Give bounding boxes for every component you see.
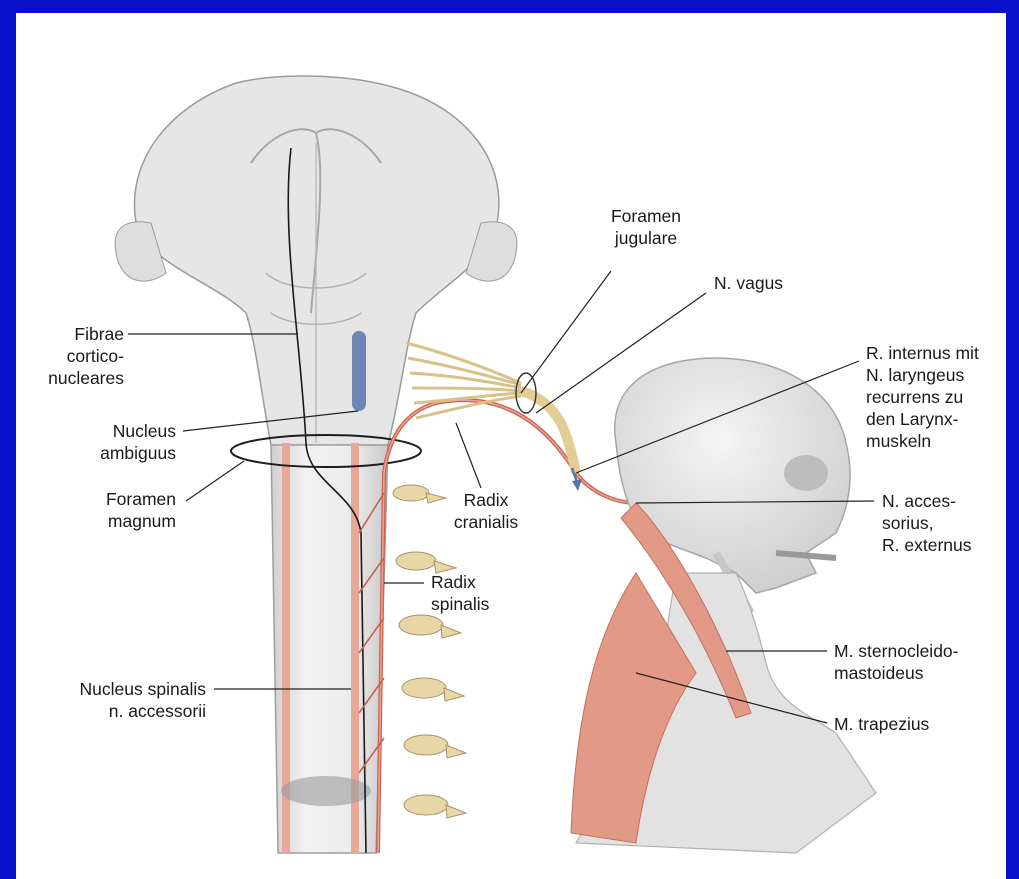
figure-canvas: Foramen jugulare N. vagus R. internus mi…: [16, 13, 1006, 879]
label-foramen-jugulare: Foramen jugulare: [586, 205, 706, 249]
label-m-sternocleido: M. sternocleido- mastoideus: [834, 640, 1006, 684]
label-nucleus-spinalis: Nucleus spinalis n. accessorii: [36, 678, 206, 722]
label-r-internus: R. internus mit N. laryngeus recurrens z…: [866, 342, 1006, 452]
label-fibrae: Fibrae cortico- nucleares: [26, 323, 124, 389]
label-n-accessorius: N. acces- sorius, R. externus: [882, 490, 1006, 556]
label-foramen-magnum: Foramen magnum: [56, 488, 176, 532]
spinal-nerve-ganglia: [393, 485, 466, 818]
label-n-vagus: N. vagus: [714, 272, 783, 294]
label-m-trapezius: M. trapezius: [834, 713, 929, 735]
label-nucleus-ambiguus: Nucleus ambiguus: [56, 420, 176, 464]
spinal-cord: [271, 443, 388, 853]
nucleus-ambiguus-shape: [352, 331, 366, 411]
label-radix-cranialis: Radix cranialis: [441, 489, 531, 533]
label-radix-spinalis: Radix spinalis: [431, 571, 489, 615]
